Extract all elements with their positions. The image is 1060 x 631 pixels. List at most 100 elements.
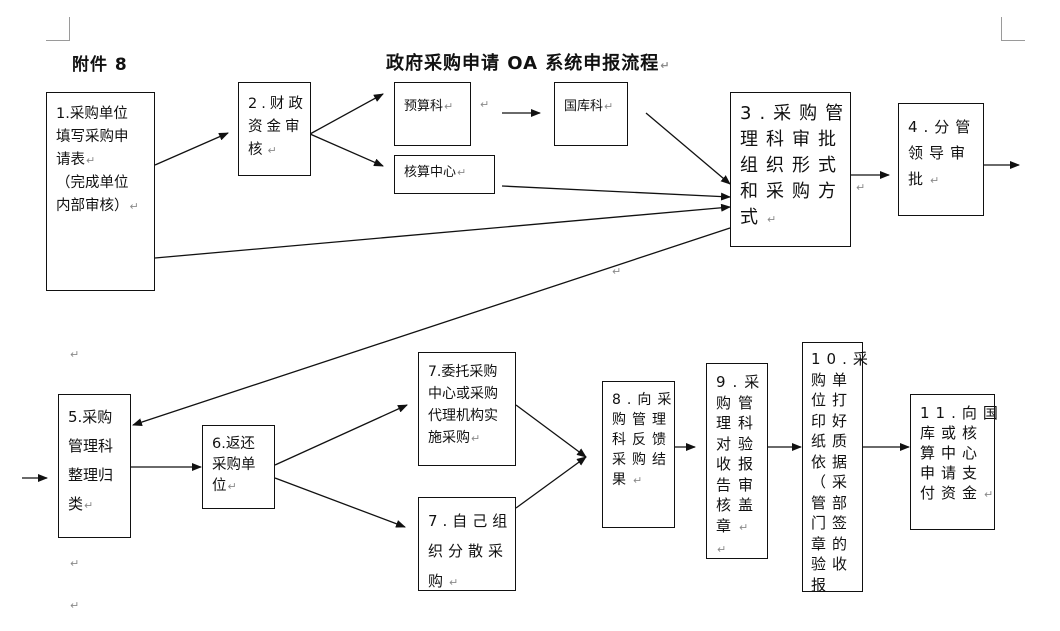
step1-line: （完成单位	[56, 175, 129, 191]
step4-line: 4.分管	[908, 118, 977, 136]
paragraph-mark-icon: ↵	[70, 599, 80, 612]
step4-box: 4.分管 领导审 批↵	[898, 103, 984, 216]
step10-line: 购单	[811, 370, 854, 389]
paragraph-mark-icon: ↵	[930, 174, 946, 187]
step10-line: 纸质	[811, 432, 854, 450]
step11-line: 算中心	[920, 444, 984, 462]
step4-line: 领导审	[908, 144, 972, 162]
page-corner-mark-top-right	[1001, 17, 1025, 41]
treasury-section-box: 国库科↵	[554, 82, 628, 146]
step7-entrusted-line: 7.委托采购	[428, 364, 498, 380]
step9-line: 理科	[716, 414, 761, 432]
step9-line: 收报	[716, 455, 761, 473]
arrow-accounting-to-step3	[501, 185, 731, 201]
step11-line: 11.向国	[920, 404, 1004, 422]
step5-line: 类	[68, 495, 84, 513]
step8-line: 8.向采	[612, 392, 678, 408]
step7-self-line: 购	[428, 572, 449, 590]
step1-line: 填写采购申	[56, 129, 129, 145]
step5-line: 管理科	[68, 437, 114, 455]
arrow-treasury-to-step3	[645, 112, 731, 185]
accounting-center-label: 核算中心	[404, 165, 457, 180]
arrow-step1-to-step3	[154, 203, 731, 259]
paragraph-mark-icon: ↵	[267, 144, 281, 157]
budget-section-box: 预算科↵	[394, 82, 471, 146]
arrow-step1-to-step2	[154, 132, 229, 166]
step11-box: 11.向国 库或核 算中心 申请支 付资金↵	[910, 394, 1004, 530]
paragraph-mark-icon: ↵	[70, 348, 80, 361]
arrow-step3-to-step5	[132, 227, 731, 426]
paragraph-mark-icon: ↵	[227, 480, 237, 493]
arrow-step7-entrusted-to-step8	[515, 404, 587, 458]
paragraph-mark-icon: ↵	[717, 543, 734, 556]
paragraph-mark-icon: ↵	[70, 557, 80, 570]
step7-self-line: 织分散采	[428, 542, 509, 560]
step10-line: （采	[811, 473, 854, 491]
step10-line: 门签	[811, 514, 854, 532]
step9-line: 核盖	[716, 496, 761, 514]
paragraph-mark-icon: ↵	[612, 265, 622, 278]
paragraph-mark-icon: ↵	[633, 474, 649, 487]
step5-line: 5.采购	[68, 408, 113, 426]
paragraph-mark-icon: ↵	[84, 499, 94, 512]
step6-line: 6.返还	[212, 436, 255, 452]
page-title: 政府采购申请 OA 系统申报流程↵	[386, 49, 671, 75]
step10-line: 管部	[811, 493, 854, 512]
step9-line: 购管	[716, 393, 761, 412]
step7-entrusted-line: 施采购	[428, 430, 470, 446]
step2-line: 2.财政	[248, 96, 307, 112]
paragraph-mark-icon: ↵	[856, 181, 866, 194]
step10-line: 章的	[811, 534, 854, 553]
step2-line: 核	[248, 142, 267, 158]
arrow-step6-to-step7-self	[274, 477, 406, 528]
step8-line: 采购结	[612, 452, 672, 468]
step6-line: 位	[212, 478, 227, 494]
step3-line: 理科审批	[740, 129, 844, 150]
step10-line: 印好	[811, 411, 854, 430]
paragraph-mark-icon: ↵	[449, 576, 464, 589]
step11-line: 申请支	[920, 464, 984, 482]
step5-box: 5.采购 管理科 整理归 类↵	[58, 394, 131, 538]
page-corner-mark-top-left	[46, 17, 70, 41]
step7-self-line: 7.自己组	[428, 512, 513, 530]
step5-line: 整理归	[68, 466, 114, 484]
step1-line: 1.采购单位	[56, 106, 128, 122]
accounting-center-box: 核算中心↵	[394, 155, 495, 194]
step7-entrusted-line: 代理机构实	[428, 408, 498, 424]
step11-line: 付资金	[920, 484, 984, 502]
paragraph-mark-icon: ↵	[471, 432, 481, 445]
step7-entrusted-line: 中心或采购	[428, 386, 498, 402]
arrow-step6-to-step7-entrusted	[274, 404, 408, 466]
paragraph-mark-icon: ↵	[457, 166, 467, 179]
arrow-step2-to-budget	[309, 93, 384, 135]
step3-line: 和采购方	[740, 181, 844, 202]
budget-section-label: 预算科	[404, 99, 444, 114]
arrow-step7-self-to-step8	[515, 456, 587, 509]
paragraph-mark-icon: ↵	[984, 488, 1000, 501]
step1-box: 1.采购单位 填写采购申 请表↵ （完成单位 内部审核）↵	[46, 92, 155, 291]
step9-line: 9.采	[716, 373, 767, 391]
paragraph-mark-icon: ↵	[660, 59, 671, 72]
step10-line: 位打	[811, 391, 854, 409]
step10-line: 验收	[811, 555, 854, 573]
paragraph-mark-icon: ↵	[129, 200, 139, 213]
step4-line: 批	[908, 170, 930, 188]
paragraph-mark-icon: ↵	[767, 213, 785, 226]
step8-line: 购管理	[612, 412, 672, 428]
step8-line: 果	[612, 472, 632, 488]
paragraph-mark-icon: ↵	[86, 154, 96, 167]
step1-line: 请表	[56, 152, 85, 168]
paragraph-mark-icon: ↵	[444, 100, 454, 113]
step9-line: 对验	[716, 434, 761, 453]
page-title-text: 政府采购申请 OA 系统申报流程	[386, 53, 660, 74]
step2-box: 2.财政 资金审 核↵	[238, 82, 311, 176]
step7-entrusted-box: 7.委托采购 中心或采购 代理机构实 施采购↵	[418, 352, 516, 466]
step3-line: 式	[740, 207, 766, 228]
step10-line: 依据	[811, 452, 854, 471]
step9-line: 章	[716, 516, 739, 535]
step9-line: 告审	[716, 475, 761, 494]
step7-self-box: 7.自己组 织分散采 购↵	[418, 497, 516, 591]
step8-line: 科反馈	[612, 432, 672, 448]
paragraph-mark-icon: ↵	[480, 98, 490, 111]
